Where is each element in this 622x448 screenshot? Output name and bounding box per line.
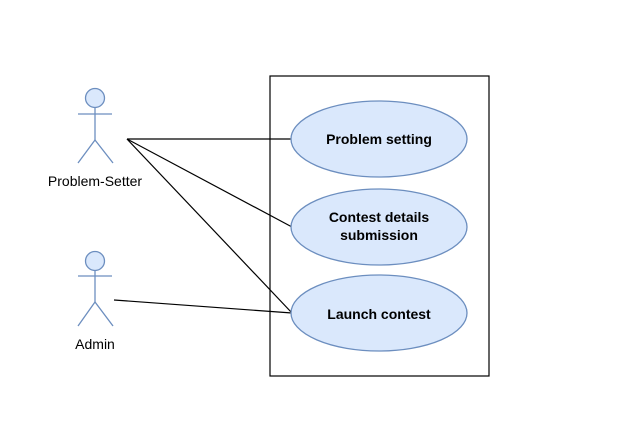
actor-problem-setter-head bbox=[84, 87, 106, 109]
association-admin-launch-contest[interactable] bbox=[113, 299, 293, 314]
association-problem-setter-contest-details-submission[interactable] bbox=[126, 138, 293, 228]
usecase-problem-setting[interactable]: Problem setting bbox=[290, 100, 468, 178]
actor-admin[interactable]: Admin bbox=[75, 250, 115, 353]
actor-admin-head bbox=[84, 250, 106, 272]
usecase-problem-setting-ellipse bbox=[290, 100, 468, 178]
associations bbox=[113, 138, 293, 314]
usecase-contest-details-submission[interactable]: Contest details submission bbox=[290, 188, 468, 266]
actor-problem-setter[interactable]: Problem-Setter bbox=[48, 87, 142, 190]
actor-problem-setter-label: Problem-Setter bbox=[48, 173, 142, 189]
usecase-problem-setting-label: Problem setting bbox=[326, 131, 432, 147]
usecase-launch-contest-ellipse bbox=[290, 274, 468, 352]
usecase-launch-contest-label: Launch contest bbox=[327, 306, 431, 322]
usecase-contest-details-submission-label-line-2: submission bbox=[340, 227, 418, 243]
actor-admin-left-leg bbox=[77, 301, 96, 327]
actor-problem-setter-left-leg bbox=[77, 139, 96, 164]
association-problem-setter-launch-contest[interactable] bbox=[126, 138, 293, 314]
usecase-contest-details-submission-label-line-1: Contest details bbox=[329, 209, 430, 225]
actor-admin-label: Admin bbox=[75, 336, 115, 352]
usecase-launch-contest[interactable]: Launch contest bbox=[290, 274, 468, 352]
usecase-contest-details-submission-ellipse bbox=[290, 188, 468, 266]
actor-problem-setter-right-leg bbox=[94, 139, 114, 164]
actor-admin-right-leg bbox=[94, 301, 114, 327]
